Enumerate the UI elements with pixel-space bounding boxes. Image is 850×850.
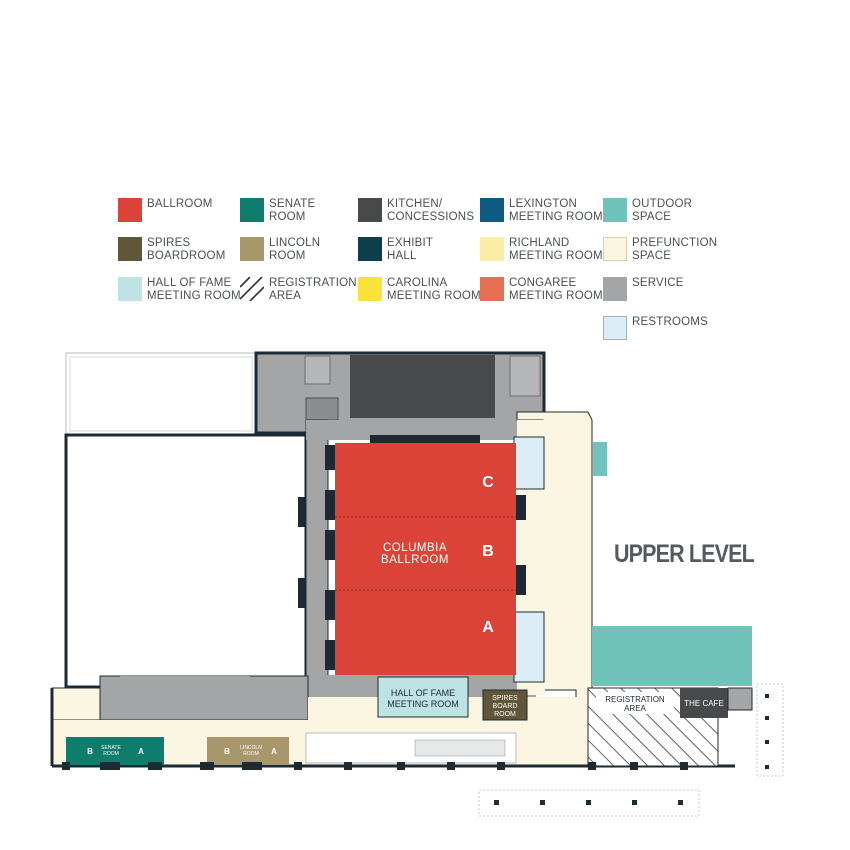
spires-label-line2: BOARD (493, 703, 518, 710)
legend-item-lincoln: LINCOLN ROOM (240, 237, 320, 263)
legend-swatch-halloffame (118, 277, 142, 301)
legend-swatch-carolina (358, 277, 382, 301)
outdoor-small (593, 442, 607, 476)
legend-swatch-senate (240, 198, 264, 222)
registration-label-line1: REGISTRATION (605, 695, 665, 704)
lincoln-section-a: A (271, 747, 277, 756)
lincoln-room: B LINCOLN ROOM A (207, 737, 289, 765)
legend-label-prefunction: PREFUNCTION SPACE (632, 237, 718, 262)
north-service-block (254, 351, 546, 435)
legend-label-exhibit: EXHIBIT HALL (387, 237, 434, 262)
legend-swatch-kitchen (358, 198, 382, 222)
hall-of-fame-label-line1: HALL OF FAME (391, 688, 455, 698)
ballroom-floor (335, 443, 516, 675)
ballroom-section-a: A (482, 619, 494, 636)
legend-label-richland: RICHLAND MEETING ROOM (509, 237, 603, 262)
legend-swatch-registration (240, 277, 264, 301)
legend-label-ballroom: BALLROOM (147, 198, 213, 210)
cafe-label: THE CAFE (684, 699, 724, 708)
legend-swatch-lexington (480, 198, 504, 222)
senate-room: B SENATE ROOM A (66, 737, 164, 765)
the-cafe: THE CAFE (680, 687, 753, 718)
senate-section-b: B (87, 747, 93, 756)
spires-boardroom: SPIRES BOARD ROOM (482, 689, 528, 721)
legend-item-spires: SPIRES BOARDROOM (118, 237, 225, 263)
senate-label-line2: ROOM (103, 751, 119, 757)
legend-label-restrooms: RESTROOMS (632, 316, 708, 328)
senate-label-line1: SENATE (101, 745, 121, 751)
legend-swatch-restrooms (603, 316, 627, 340)
legend-swatch-service (603, 277, 627, 301)
legend-item-prefunction: PREFUNCTION SPACE (603, 237, 717, 263)
hall-of-fame-room: HALL OF FAME MEETING ROOM (377, 676, 469, 718)
legend-label-senate: SENATE ROOM (269, 198, 316, 223)
legend-swatch-congaree (480, 277, 504, 301)
legend-swatch-exhibit (358, 237, 382, 261)
legend-label-spires: SPIRES BOARDROOM (147, 237, 226, 262)
senate-section-a: A (138, 747, 144, 756)
lincoln-label-line2: ROOM (243, 751, 259, 757)
legend-swatch-ballroom (118, 198, 142, 222)
legend-item-service: SERVICE (603, 277, 684, 301)
legend-label-halloffame: HALL OF FAME MEETING ROOM (147, 277, 241, 302)
lincoln-label-line1: LINCOLN (240, 745, 262, 751)
legend-item-restrooms: RESTROOMS (603, 316, 708, 340)
kitchen-concessions (350, 355, 495, 418)
ballroom-section-c: C (482, 474, 494, 491)
legend-swatch-spires (118, 237, 142, 261)
legend-label-lincoln: LINCOLN ROOM (269, 237, 321, 262)
legend-swatch-richland (480, 237, 504, 261)
lincoln-section-b: B (224, 747, 230, 756)
registration-label-line2: AREA (624, 704, 646, 713)
legend-swatch-lincoln (240, 237, 264, 261)
legend-label-congaree: CONGAREE MEETING ROOM (509, 277, 603, 302)
legend-item-ballroom: BALLROOM (118, 198, 213, 222)
spires-label-line3: ROOM (494, 711, 516, 718)
ballroom-section-b: B (482, 543, 494, 560)
hall-of-fame-label-line2: MEETING ROOM (387, 699, 459, 709)
legend-swatch-prefunction (603, 237, 627, 261)
legend-label-service: SERVICE (632, 277, 684, 289)
legend-item-kitchen: KITCHEN/ CONCESSIONS (358, 198, 474, 224)
legend-item-exhibit: EXHIBIT HALL (358, 237, 433, 263)
legend-item-halloffame: HALL OF FAME MEETING ROOM (118, 277, 241, 303)
legend-item-outdoor: OUTDOOR SPACE (603, 198, 692, 224)
legend-swatch-outdoor (603, 198, 627, 222)
legend-item-congaree: CONGAREE MEETING ROOM (480, 277, 603, 303)
legend-item-registration: REGISTRATION AREA (240, 277, 357, 303)
restroom-south (513, 611, 545, 683)
legend-label-lexington: LEXINGTON MEETING ROOM (509, 198, 603, 223)
legend-label-carolina: CAROLINA MEETING ROOM (387, 277, 481, 302)
legend-item-senate: SENATE ROOM (240, 198, 315, 224)
level-title: UPPER LEVEL (614, 540, 755, 568)
legend: BALLROOM SENATE ROOM KITCHEN/ CONCESSION… (0, 0, 850, 350)
outdoor-terrace (592, 626, 752, 686)
legend-item-richland: RICHLAND MEETING ROOM (480, 237, 603, 263)
columbia-ballroom: COLUMBIA BALLROOM C B A (325, 435, 526, 675)
legend-label-outdoor: OUTDOOR SPACE (632, 198, 693, 223)
spires-label-line1: SPIRES (492, 695, 518, 702)
ballroom-label-line1: COLUMBIA (383, 542, 447, 554)
legend-item-carolina: CAROLINA MEETING ROOM (358, 277, 481, 303)
south-facade-piers (62, 762, 688, 770)
restroom-north (513, 436, 545, 490)
ballroom-label-line2: BALLROOM (381, 554, 449, 566)
legend-label-kitchen: KITCHEN/ CONCESSIONS (387, 198, 475, 223)
legend-item-lexington: LEXINGTON MEETING ROOM (480, 198, 603, 224)
legend-label-registration: REGISTRATION AREA (269, 277, 357, 302)
east-plaza (756, 683, 784, 777)
